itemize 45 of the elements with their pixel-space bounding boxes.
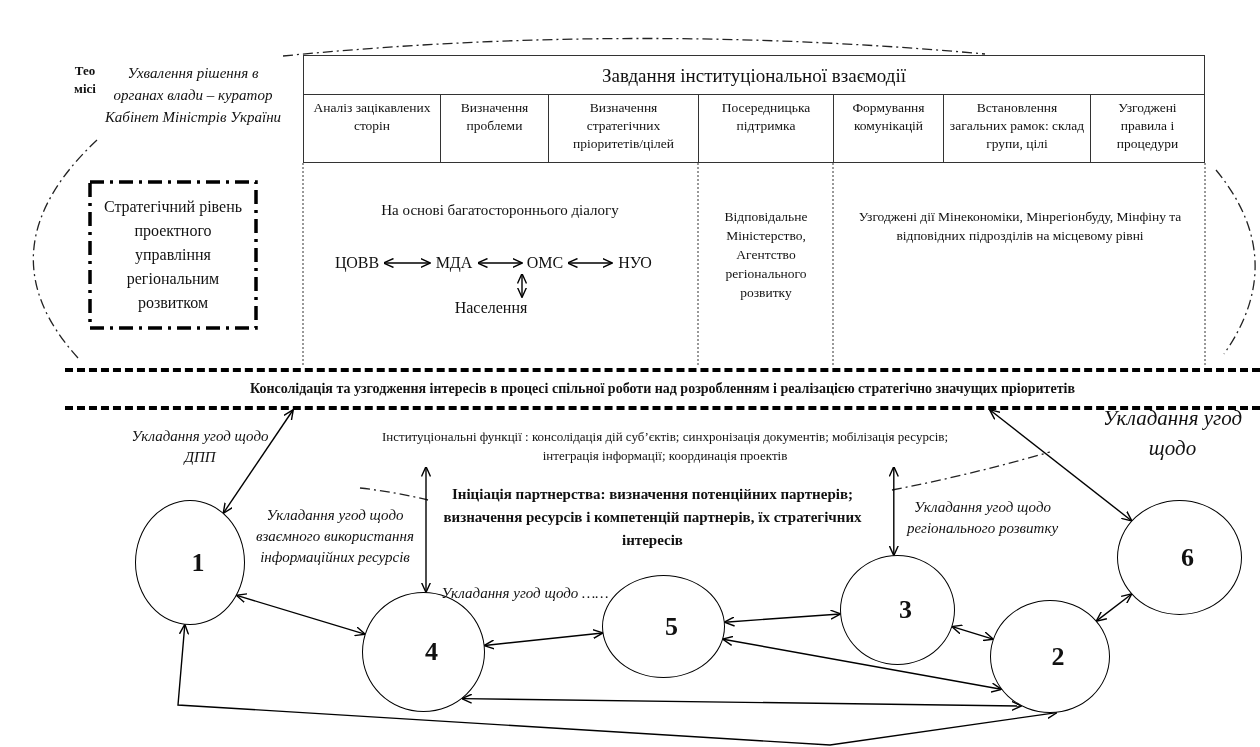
circle-number: 6	[1181, 542, 1194, 573]
double-arrow	[1095, 593, 1133, 622]
band-title: Консолідація та узгодження інтересів в процесі спільної роботи над розробленням і реалізацією стратегічно значущих пріоритетів	[249, 381, 1076, 397]
double-arrow	[516, 272, 528, 299]
entity-label: ОМС	[522, 252, 568, 274]
entity-label: Населення	[445, 297, 537, 319]
double-arrow	[382, 257, 432, 269]
edge-label: Укладання угод щодо регіонального розвитку	[905, 498, 1060, 538]
edge-label: Укладання угод щодо взаємного використання інформаційних ресурсів	[255, 506, 415, 567]
bold-note: Ініціація партнерства: визначення потенційних партнерів; визначення ресурсів і компетенцій партнерів, їх стратегічних інтересів	[442, 485, 863, 550]
entity-label: НУО	[612, 252, 658, 274]
circle-number: 3	[899, 595, 912, 625]
edge-label: Укладання угод щодо ДПП	[130, 427, 270, 467]
double-arrow	[476, 257, 524, 269]
double-arrow	[721, 635, 1003, 693]
box-text: Стратегічний рівень проектного управління регіональним розвитком	[103, 197, 243, 314]
function-text: Інституціональні функції : консолідація дій суб’єктів; синхронізація документів; мобілізація ресурсів; інтеграція інформації; координація проектів	[375, 425, 955, 467]
double-arrow	[988, 409, 1133, 522]
double-arrow	[483, 628, 604, 650]
circle-number: 4	[425, 637, 438, 667]
table-title-cell: Завдання інституціональної взаємодії	[303, 55, 1205, 95]
table-cell-text: Відповідальне Міністерство, Агентство регіонального розвитку	[723, 208, 809, 302]
edge-label: Укладання угод щодо ……	[440, 584, 610, 603]
double-arrow	[235, 593, 366, 637]
double-arrow	[222, 408, 294, 514]
double-arrow	[951, 624, 995, 642]
entity-label: МДА	[430, 252, 478, 274]
table-header-cell: Аналіз зацікавлених сторін	[303, 94, 441, 163]
entity-label: ЦОВВ	[330, 252, 384, 274]
double-arrow	[888, 465, 899, 557]
double-arrow	[566, 257, 614, 269]
double-arrow	[177, 623, 1058, 746]
circle-number: 2	[1051, 641, 1065, 672]
table-cell-text: Узгоджені дії Мінекономіки, Мінрегіонбуду, Мінфіну та відповідних підрозділів на місцевому рівні	[857, 208, 1183, 245]
table-header-cell: Узгоджені правила і процедури	[1090, 94, 1205, 163]
edge-label: Укладання угод щодо	[1101, 405, 1244, 462]
table-cell-text: На основі багатостороннього діалогу	[380, 201, 620, 220]
circle-number: 1	[191, 547, 205, 578]
double-arrow	[420, 465, 432, 594]
double-arrow	[461, 693, 1023, 712]
dashed-band	[65, 368, 1260, 410]
cut-off-text: Тео місі	[73, 62, 97, 98]
circle-number: 5	[665, 611, 678, 642]
note-text: Ухвалення рішення в органах влади – куратор Кабінет Міністрів України	[103, 64, 283, 127]
double-arrow	[723, 609, 842, 627]
